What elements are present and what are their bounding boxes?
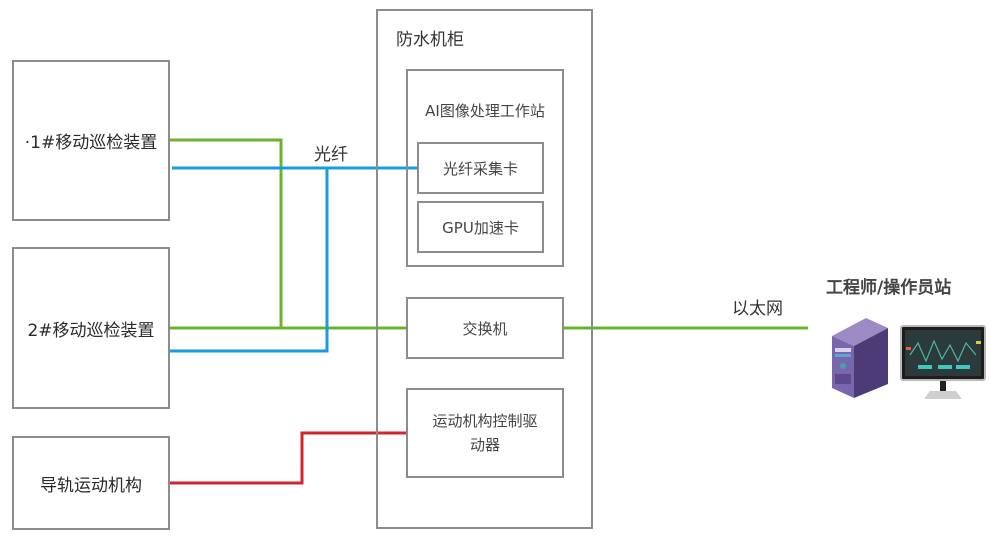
fiber-label: 光纤	[314, 145, 348, 165]
patrol-device-2-label: 2#移动巡检装置	[27, 320, 155, 341]
fiber-capture-card-label: 光纤采集卡	[442, 159, 518, 178]
rail-mechanism: 导轨运动机构	[12, 436, 170, 530]
server-tower-icon	[832, 318, 888, 398]
patrol-device-1-label: ·1#移动巡检装置	[24, 133, 158, 153]
patrol-device-1: ·1#移动巡检装置	[12, 60, 170, 221]
control-line	[169, 431, 407, 485]
cabinet-title: 防水机柜	[396, 30, 464, 50]
ethernet-label: 以太网	[732, 299, 783, 319]
network-switch-label: 交换机	[462, 319, 508, 338]
gpu-accelerator-card-label: GPU加速卡	[442, 218, 519, 237]
patrol-device-2: 2#移动巡检装置	[12, 247, 170, 409]
monitor-icon	[900, 325, 986, 399]
waterproof-cabinet	[376, 9, 593, 529]
network-switch: 交换机	[406, 297, 564, 359]
motion-control-driver-label: 运动机构控制驱动器	[432, 412, 538, 454]
ai-workstation	[406, 69, 564, 267]
rail-mechanism-label: 导轨运动机构	[40, 475, 142, 496]
gpu-accelerator-card: GPU加速卡	[417, 201, 544, 253]
ai-workstation-title: AI图像处理工作站	[425, 102, 545, 120]
motion-control-driver: 运动机构控制驱动器	[406, 388, 564, 478]
fiber-capture-card: 光纤采集卡	[417, 142, 544, 194]
ethernet-line-device1	[169, 138, 283, 328]
fiber-line-device2	[169, 168, 329, 353]
station-title: 工程师/操作员站	[826, 278, 952, 298]
